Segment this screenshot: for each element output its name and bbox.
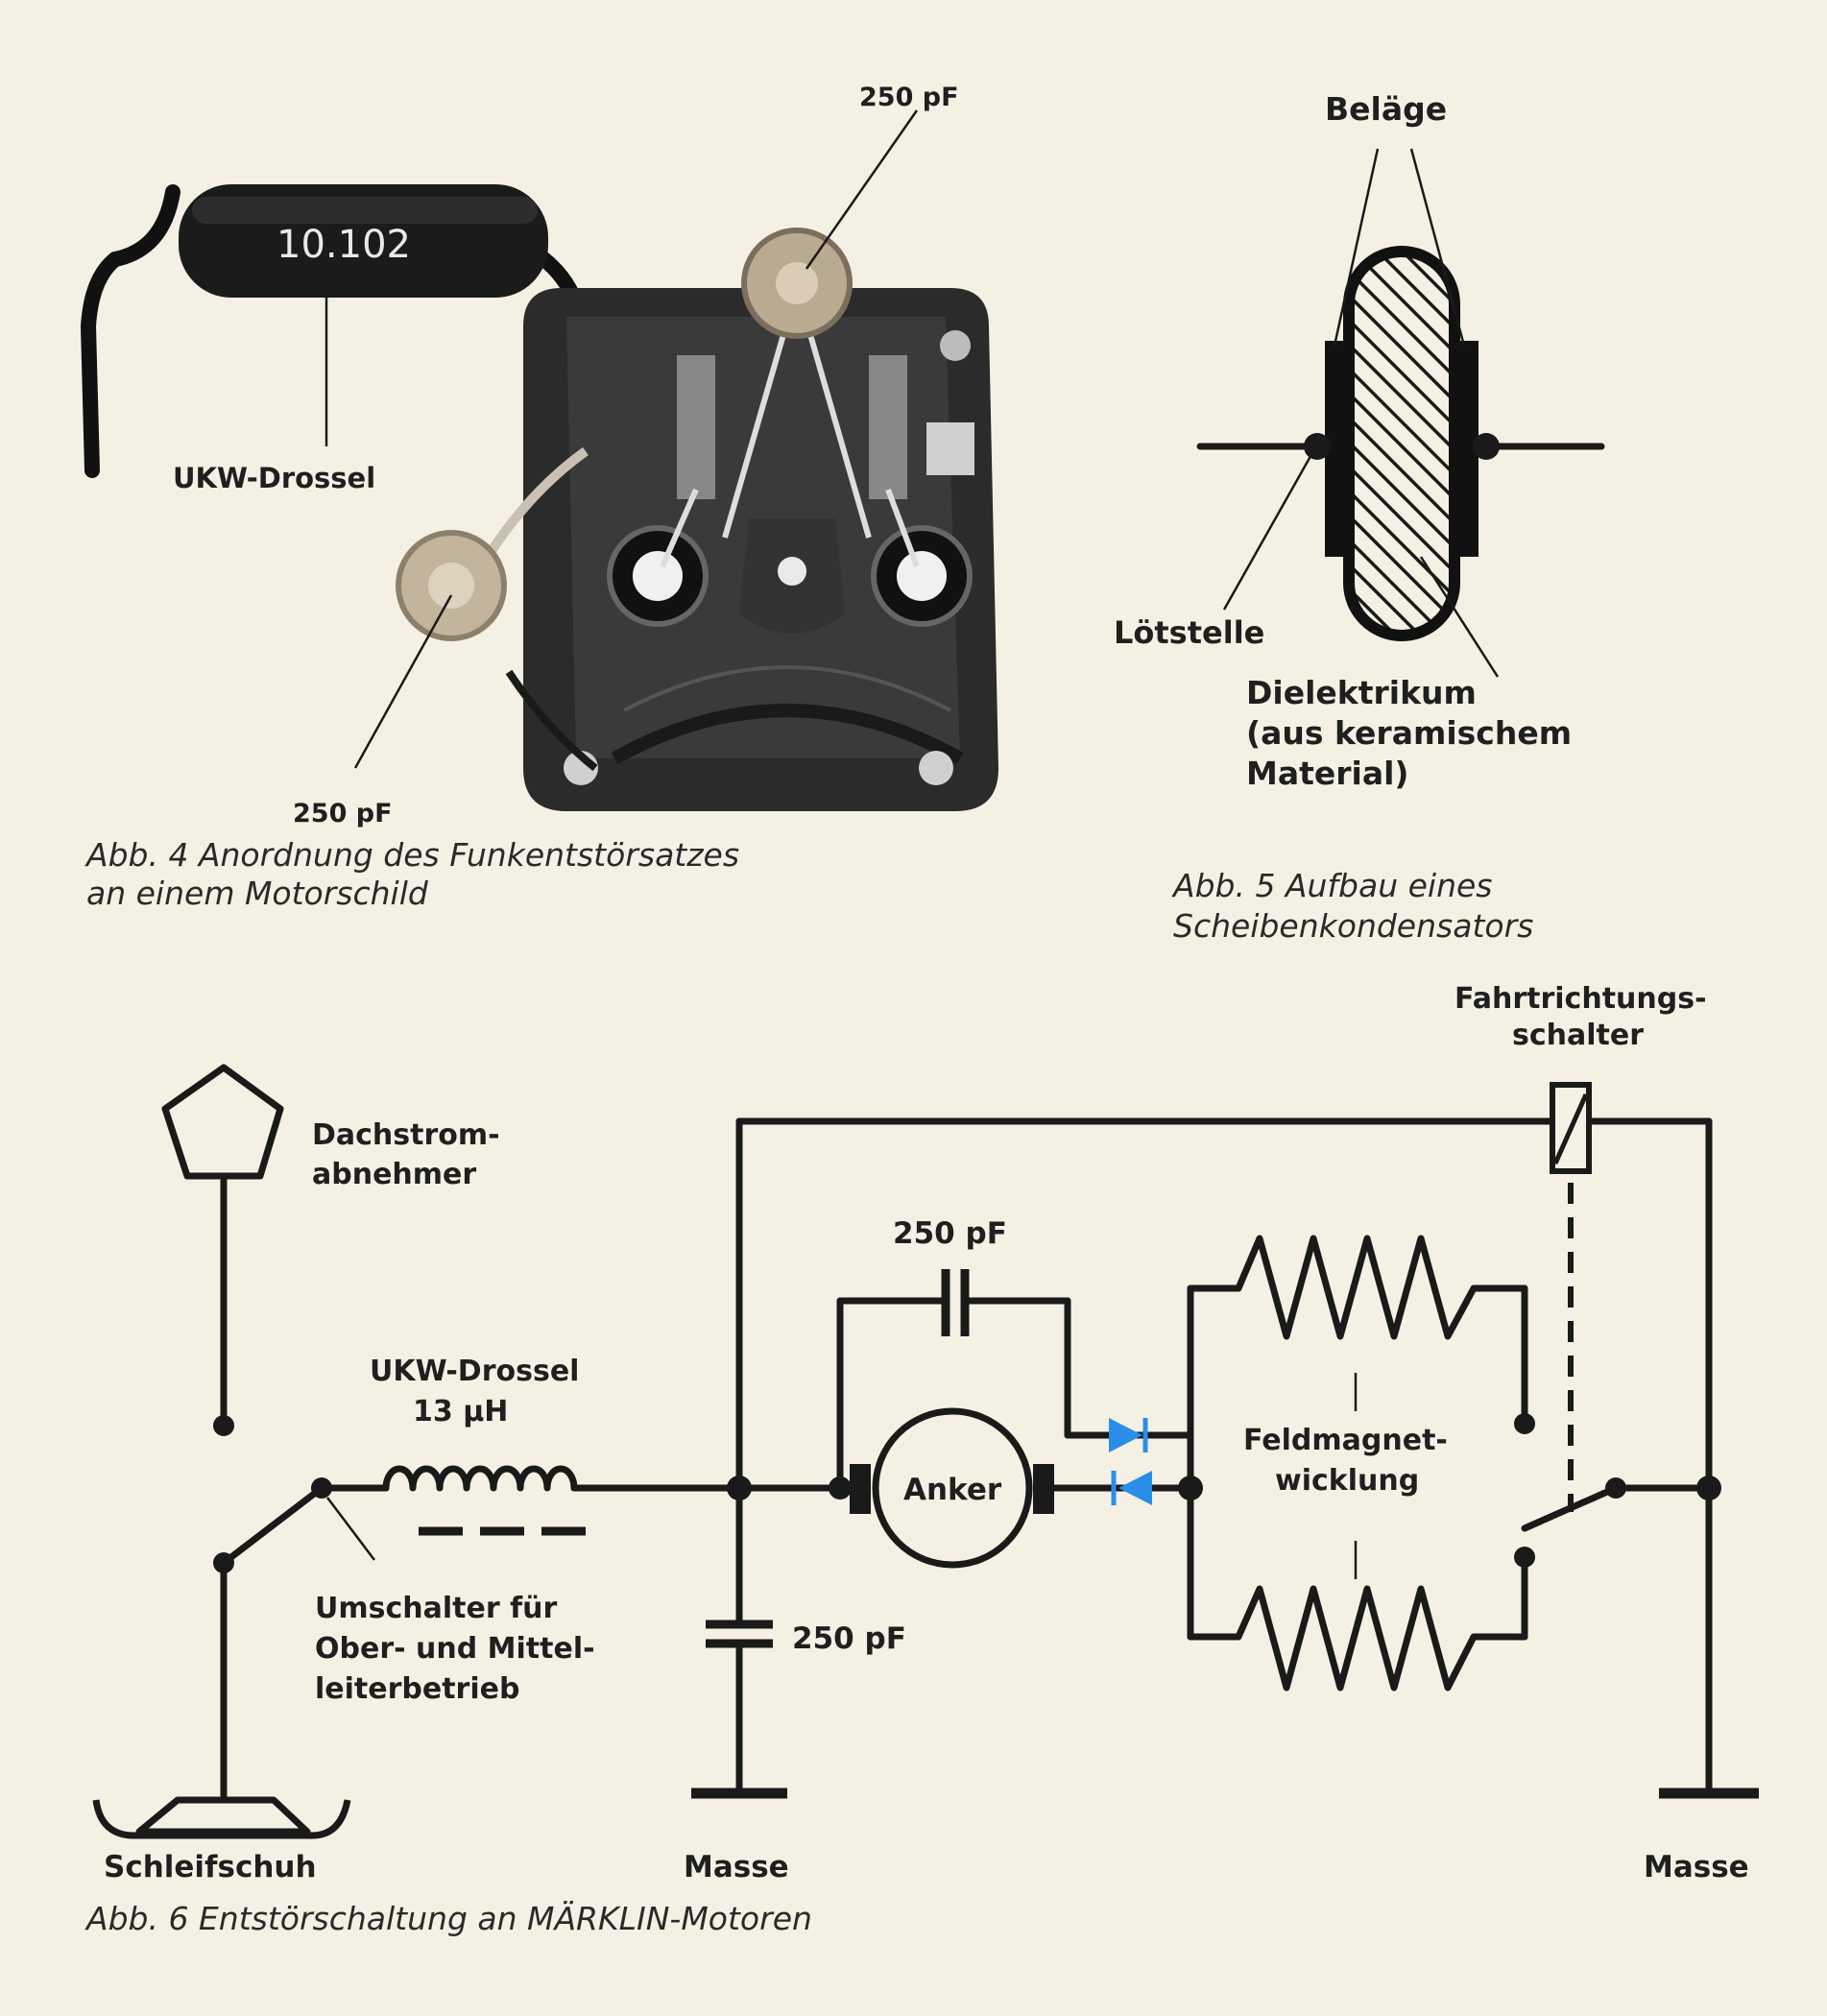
masse-right-label: Masse — [1644, 1850, 1749, 1884]
fig5-solder-left — [1304, 433, 1331, 460]
fig5-dielectric — [1343, 246, 1460, 641]
choke-marking: 10.102 — [276, 223, 411, 267]
leader-cap-top — [805, 109, 919, 270]
fig4-label-cap-top: 250 pF — [859, 83, 959, 112]
fig4-photo: 10.102 — [80, 83, 998, 912]
diode-forward-symbol — [1109, 1418, 1142, 1452]
fig5-label-belaege: Beläge — [1325, 90, 1447, 128]
fig4-caption-line1: Abb. 4 Anordnung des Funkentstörsatzes — [84, 836, 739, 874]
masse-left-label: Masse — [684, 1850, 789, 1884]
armature-symbol — [872, 1407, 1033, 1569]
motor-plate — [396, 228, 998, 811]
cap-bottom-label: 250 pF — [792, 1621, 906, 1656]
schleifschuh-label: Schleifschuh — [104, 1850, 317, 1884]
choke-coil-symbol — [382, 1465, 578, 1492]
fig4-label-choke: UKW-Drossel — [173, 462, 375, 494]
choke-component: 10.102 — [80, 184, 592, 478]
dachstrom-label-2: abnehmer — [312, 1158, 476, 1191]
fahrtrichtung-label-1: Fahrtrichtungs- — [1454, 982, 1707, 1016]
fig4-label-cap-bottom: 250 pF — [293, 799, 393, 828]
leader-cap-bottom — [353, 594, 453, 769]
fig6-caption: Abb. 6 Entstörschaltung an MÄRKLIN-Motor… — [84, 1900, 812, 1937]
feld-label-2: wicklung — [1275, 1464, 1419, 1498]
slide-shoe-symbol — [135, 1796, 311, 1836]
fig4-caption-line2: an einem Motorschild — [86, 875, 429, 912]
fahrtrichtung-label-2: schalter — [1512, 1019, 1644, 1052]
fig5-label-loetstelle: Lötstelle — [1114, 614, 1264, 651]
fig5-diagram: Beläge Lötstelle Dielektrikum (aus keram… — [1114, 90, 1605, 945]
umschalter-label-3: leiterbetrieb — [315, 1672, 519, 1706]
diode-reverse-symbol — [1118, 1471, 1152, 1505]
feld-label-1: Feldmagnet- — [1243, 1424, 1448, 1457]
changeover-switch-blade — [220, 1484, 325, 1567]
fig5-caption-line2: Scheibenkondensators — [1173, 907, 1533, 945]
fig5-label-dielektrikum-2: (aus keramischem — [1246, 714, 1572, 752]
pantograph-symbol — [161, 1064, 284, 1180]
fig6-circuit: Anker — [84, 982, 1759, 1937]
fig5-label-dielektrikum-1: Dielektrikum — [1246, 674, 1477, 711]
choke-label-2: 13 µH — [413, 1395, 508, 1428]
umschalter-label-2: Ober- und Mittel- — [315, 1632, 595, 1666]
cap-top-label: 250 pF — [893, 1216, 1007, 1251]
field-winding-top-symbol — [1187, 1235, 1528, 1340]
choke-label-1: UKW-Drossel — [370, 1355, 579, 1388]
anker-label: Anker — [903, 1473, 1002, 1507]
fig5-label-dielektrikum-3: Material) — [1246, 755, 1409, 792]
dachstrom-label-1: Dachstrom- — [312, 1118, 500, 1152]
fig5-solder-right — [1473, 433, 1500, 460]
fig5-caption-line1: Abb. 5 Aufbau eines — [1171, 867, 1493, 904]
umschalter-label-1: Umschalter für — [315, 1592, 557, 1625]
field-winding-bottom-symbol — [1187, 1585, 1528, 1692]
